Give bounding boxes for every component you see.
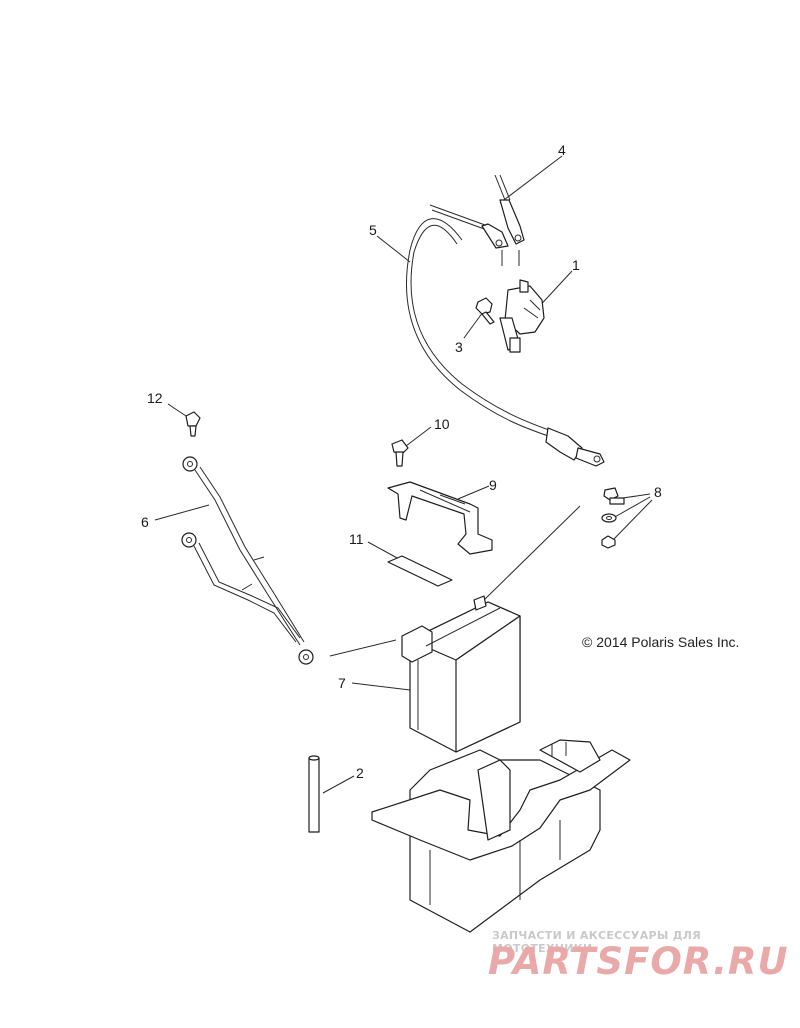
callout-2: 2 [356,765,364,781]
cable-item-4 [429,174,525,266]
callout-5: 5 [369,222,377,238]
callout-9: 9 [489,477,497,493]
solenoid-item-1 [499,279,545,353]
cables-item-6 [181,456,314,665]
pad-item-11 [387,555,453,587]
hardware-item-8 [601,487,625,549]
rod-item-2 [308,755,320,833]
bracket-item-9 [387,481,493,555]
callout-3: 3 [455,339,463,355]
bolt-item-3 [475,297,495,325]
leader-lines [154,155,653,794]
screw-item-10 [391,439,409,467]
callout-7: 7 [338,675,346,691]
callout-11: 11 [349,531,364,547]
callout-10: 10 [434,416,450,432]
callout-6: 6 [141,514,149,530]
copyright-text: © 2014 Polaris Sales Inc. [582,634,740,650]
battery-box [371,739,631,933]
battery-item-7 [401,595,521,753]
callout-8: 8 [654,484,662,500]
callout-1: 1 [572,257,580,273]
watermark-tagline: ЗАПЧАСТИ И АКСЕССУАРЫ ДЛЯ МОТОТЕХНИКИ [492,929,702,955]
watermark-logo: PARTSFOR.RU [488,940,789,983]
callout-4: 4 [558,142,566,158]
callout-12: 12 [147,390,163,406]
cable-item-5 [406,218,605,467]
screw-item-12 [185,411,201,437]
